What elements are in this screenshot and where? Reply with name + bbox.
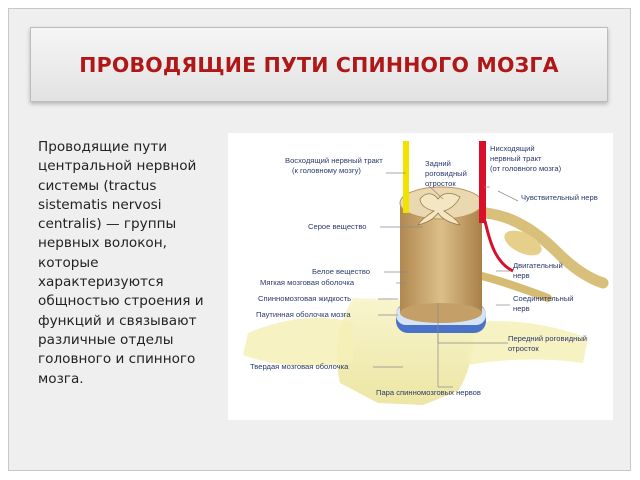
label-sensory-nerve: Чувствительный нерв: [521, 193, 598, 202]
label-anterior-horn-2: отросток: [508, 344, 539, 353]
label-arachnoid: Паутинная оболочка мозга: [256, 310, 351, 319]
label-gray-matter: Серое вещество: [308, 222, 367, 231]
label-ascending-2: (к головному мозгу): [292, 166, 361, 175]
sensory-nerve: [452, 206, 609, 289]
nerve-ganglion: [504, 230, 542, 256]
label-connecting-nerve-2: нерв: [513, 304, 530, 313]
gray-matter: [417, 193, 461, 226]
label-csf: Спинномозговая жидкость: [258, 294, 351, 303]
label-posterior-horn-2: роговидный: [425, 169, 467, 178]
spinal-cord-diagram: Восходящий нервный тракт (к головному мо…: [228, 133, 613, 420]
leader-lines: [373, 172, 519, 388]
dura-mater-left-spread: [243, 317, 353, 367]
label-posterior-horn-1: Задний: [425, 159, 451, 168]
descending-tract: [479, 141, 486, 223]
label-ascending-1: Восходящий нервный тракт: [285, 156, 383, 165]
label-anterior-horn-1: Передний роговидный: [508, 334, 587, 343]
label-pia-mater: Мягкая мозговая оболочка: [260, 278, 355, 287]
label-descending-1: Нисходящий: [490, 144, 535, 153]
label-posterior-horn-3: отросток: [425, 179, 456, 188]
ascending-tract: [403, 141, 409, 213]
label-dura-mater: Твердая мозговая оболочка: [250, 362, 349, 371]
white-matter: [400, 203, 482, 313]
label-spinal-nerves: Пара спинномозговых нервов: [376, 388, 481, 397]
cord-bottom: [400, 303, 482, 323]
label-white-matter: Белое вещество: [312, 267, 370, 276]
spinal-cord-illustration: Восходящий нервный тракт (к головному мо…: [243, 141, 609, 405]
label-motor-nerve-2: нерв: [513, 271, 530, 280]
label-descending-3: (от головного мозга): [490, 164, 562, 173]
title-bar: ПРОВОДЯЩИЕ ПУТИ СПИННОГО МОЗГА: [30, 27, 608, 102]
body-paragraph: Проводящие пути центральной нервной сист…: [38, 139, 204, 387]
descending-tract-branch: [483, 220, 514, 273]
dura-mater-right-spread: [468, 321, 588, 365]
label-connecting-nerve-1: Соединительный: [513, 294, 574, 303]
label-descending-2: нервный тракт: [490, 154, 542, 163]
slide-title: ПРОВОДЯЩИЕ ПУТИ СПИННОГО МОЗГА: [79, 52, 559, 77]
label-motor-nerve-1: Двигательный: [513, 261, 563, 270]
